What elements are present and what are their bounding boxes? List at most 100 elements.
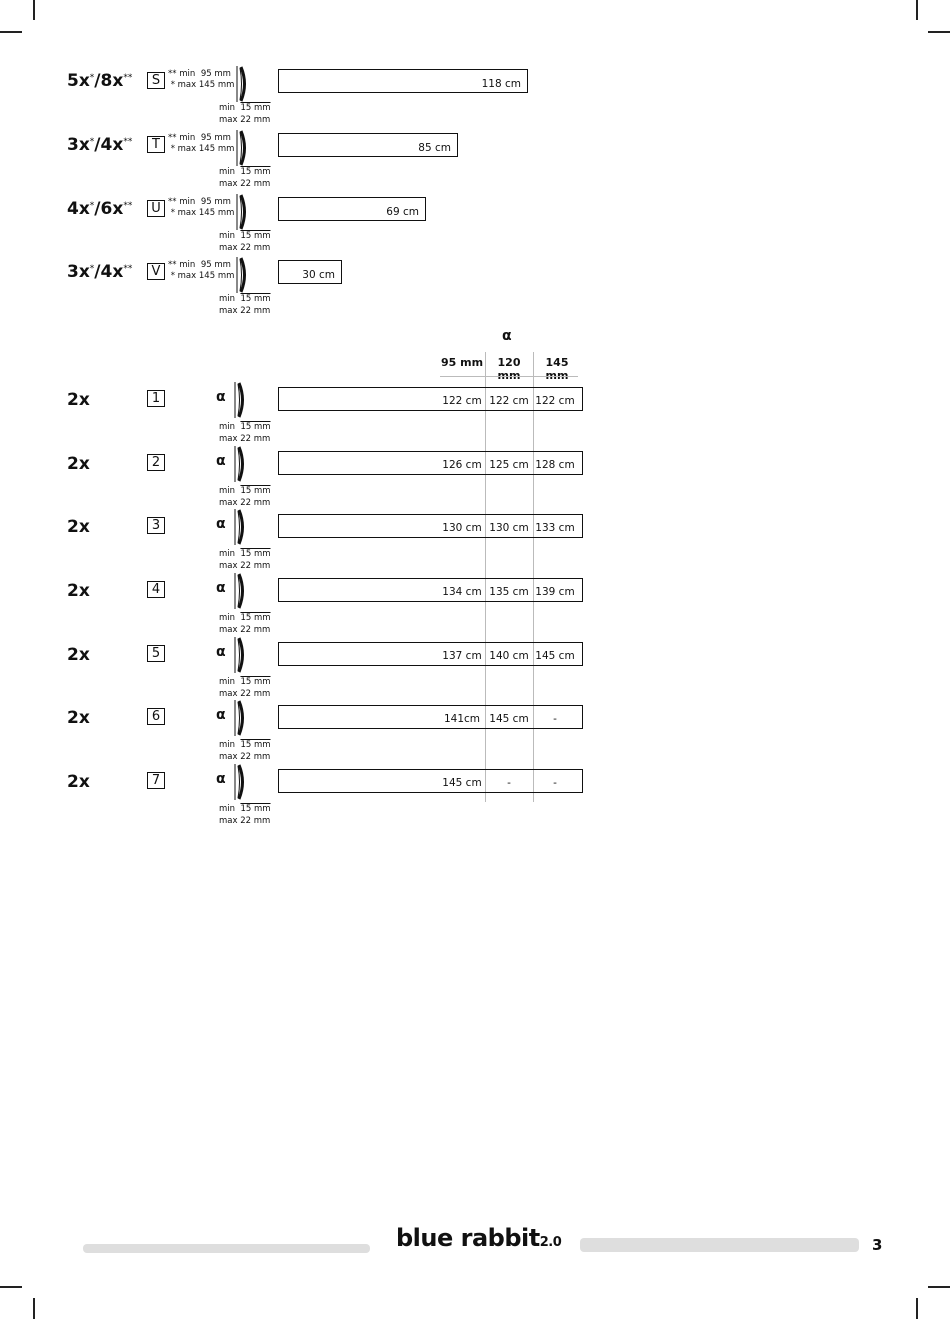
table-cell: 122 cm: [489, 395, 529, 407]
table-cell: 133 cm: [535, 522, 575, 534]
brand-logo: blue rabbit2.0: [396, 1224, 562, 1252]
crop-mark-tr-h: [928, 31, 950, 33]
length-bar: [278, 642, 583, 666]
table-cell: 126 cm: [442, 459, 482, 471]
part-quantity: 2x: [67, 454, 90, 474]
part-quantity: 2x: [67, 645, 90, 665]
alpha-label: α: [216, 580, 226, 596]
table-cell: -: [553, 777, 557, 789]
table-cell: 134 cm: [442, 586, 482, 598]
col-header-120: 120 mm: [497, 356, 521, 382]
thickness-range: min 15 mm max 22 mm: [219, 294, 271, 316]
thickness-range: min 15 mm max 22 mm: [219, 422, 271, 444]
col-header-145: 145 mm: [545, 356, 569, 382]
alpha-label: α: [216, 453, 226, 469]
board-profile-icon: [234, 637, 244, 673]
col-header-95: 95 mm: [440, 356, 484, 369]
length-bar: [278, 514, 583, 538]
length-bar: [278, 451, 583, 475]
length-bar: 69 cm: [278, 197, 426, 221]
table-cell: 122 cm: [535, 395, 575, 407]
table-cell: 130 cm: [489, 522, 529, 534]
thickness-range: min 15 mm max 22 mm: [219, 486, 271, 508]
board-profile-icon: [234, 700, 244, 736]
alpha-label: α: [216, 771, 226, 787]
crop-mark-tl-h: [0, 31, 22, 33]
footer-bar-left: [83, 1244, 370, 1253]
thickness-range: min 15 mm max 22 mm: [219, 167, 271, 189]
width-notes: ** min 95 mm * max 145 mm: [168, 197, 235, 218]
board-profile-icon: [236, 257, 246, 293]
table-cell: 125 cm: [489, 459, 529, 471]
part-number-box: 5: [147, 645, 165, 662]
board-profile-icon: [234, 573, 244, 609]
part-number-box: 3: [147, 517, 165, 534]
part-quantity: 2x: [67, 708, 90, 728]
thickness-range: min 15 mm max 22 mm: [219, 231, 271, 253]
table-cell: 140 cm: [489, 650, 529, 662]
column-divider: [533, 352, 534, 802]
board-profile-icon: [234, 446, 244, 482]
length-bar: 30 cm: [278, 260, 342, 284]
table-cell: 137 cm: [442, 650, 482, 662]
alpha-label: α: [216, 707, 226, 723]
thickness-range: min 15 mm max 22 mm: [219, 549, 271, 571]
thickness-range: min 15 mm max 22 mm: [219, 103, 271, 125]
crop-mark-br-v: [916, 1298, 918, 1319]
part-number-box: 6: [147, 708, 165, 725]
part-quantity: 2x: [67, 390, 90, 410]
board-profile-icon: [236, 66, 246, 102]
alpha-label: α: [216, 389, 226, 405]
part-quantity: 2x: [67, 581, 90, 601]
thickness-range: min 15 mm max 22 mm: [219, 613, 271, 635]
thickness-range: min 15 mm max 22 mm: [219, 677, 271, 699]
part-quantity: 3x*/4x**: [67, 262, 133, 282]
table-cell: 135 cm: [489, 586, 529, 598]
board-profile-icon: [234, 382, 244, 418]
table-cell: 130 cm: [442, 522, 482, 534]
table-cell: 139 cm: [535, 586, 575, 598]
column-divider: [485, 352, 486, 802]
length-bar: 85 cm: [278, 133, 458, 157]
part-number-box: 2: [147, 454, 165, 471]
alpha-label: α: [216, 516, 226, 532]
board-profile-icon: [234, 509, 244, 545]
board-profile-icon: [234, 764, 244, 800]
part-quantity: 3x*/4x**: [67, 135, 133, 155]
table-cell: 145 cm: [442, 777, 482, 789]
thickness-range: min 15 mm max 22 mm: [219, 740, 271, 762]
thickness-range: min 15 mm max 22 mm: [219, 804, 271, 826]
part-number-box: 4: [147, 581, 165, 598]
header-rule: [440, 376, 578, 377]
part-quantity: 4x*/6x**: [67, 199, 133, 219]
part-letter-box: U: [147, 200, 165, 217]
width-notes: ** min 95 mm * max 145 mm: [168, 133, 235, 154]
alpha-label: α: [216, 644, 226, 660]
page-number: 3: [872, 1236, 883, 1254]
part-letter-box: T: [147, 136, 165, 153]
length-bar: [278, 705, 583, 729]
table-cell: 122 cm: [442, 395, 482, 407]
part-letter-box: S: [147, 72, 165, 89]
part-quantity: 2x: [67, 772, 90, 792]
table-cell: 141cm: [443, 713, 481, 725]
length-bar: 118 cm: [278, 69, 528, 93]
part-number-box: 1: [147, 390, 165, 407]
table-cell: 128 cm: [535, 459, 575, 471]
crop-mark-br-h: [928, 1286, 950, 1288]
part-quantity: 2x: [67, 517, 90, 537]
width-notes: ** min 95 mm * max 145 mm: [168, 260, 235, 281]
table-cell: 145 cm: [489, 713, 529, 725]
length-bar: [278, 769, 583, 793]
board-profile-icon: [236, 194, 246, 230]
board-profile-icon: [236, 130, 246, 166]
crop-mark-tl-v: [33, 0, 35, 20]
table-cell: 145 cm: [535, 650, 575, 662]
part-quantity: 5x*/8x**: [67, 71, 133, 91]
alpha-heading: α: [502, 328, 512, 344]
part-number-box: 7: [147, 772, 165, 789]
part-letter-box: V: [147, 263, 165, 280]
length-bar: [278, 387, 583, 411]
table-cell: -: [507, 777, 511, 789]
table-cell: -: [553, 713, 557, 725]
